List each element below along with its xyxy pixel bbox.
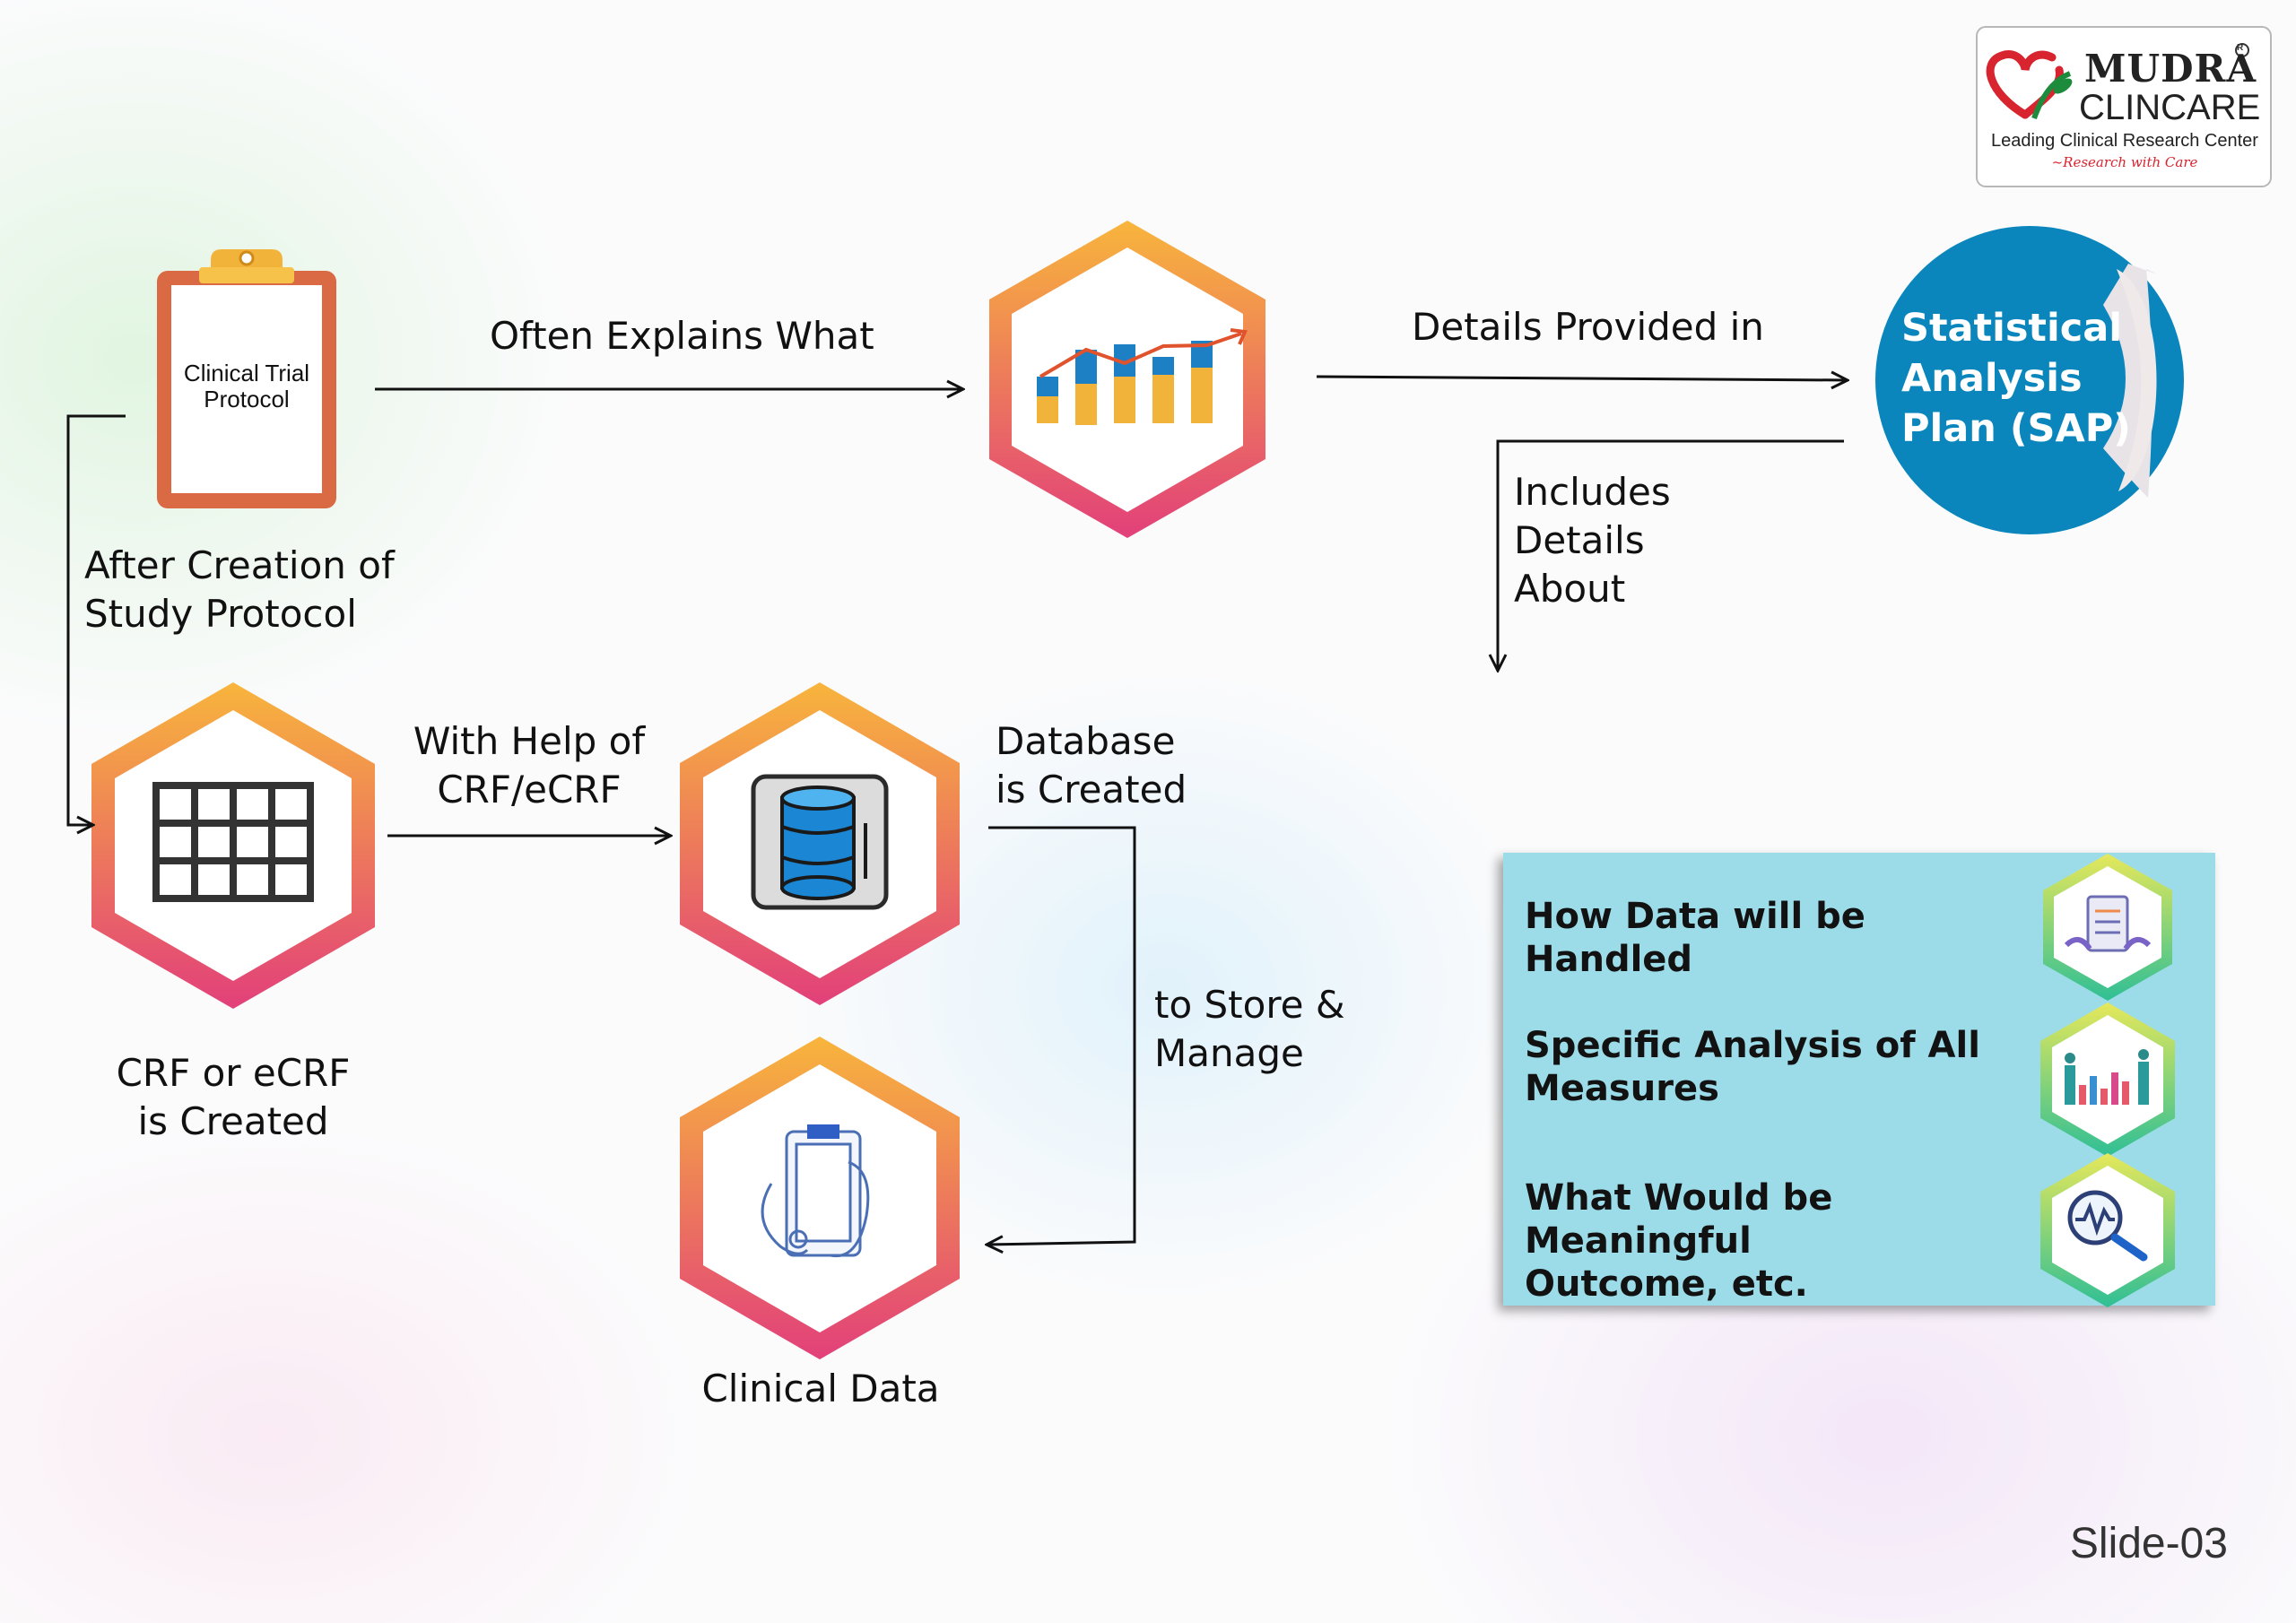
table-grid-icon [152, 782, 314, 902]
arrow-protocol-to-crf [66, 414, 126, 825]
edge-label-after-creation: After Creation of Study Protocol [84, 543, 395, 636]
edge-label-store-manage: to Store & Manage [1154, 983, 1345, 1075]
edge-label-includes-details: Includes Details About [1514, 470, 1671, 611]
bar-chart-icon [1037, 328, 1248, 425]
logo-motto: ~Research with Care [2051, 154, 2198, 170]
detail-item-data-handling: How Data will be Handled [1525, 896, 1866, 980]
edge-label-database-created: Database is Created [996, 719, 1187, 812]
chart-hexagon [989, 221, 1265, 538]
logo-registered-mark: R [2237, 43, 2244, 53]
heart-icon [1986, 50, 2073, 119]
edge-label-with-help: With Help of CRF/eCRF [413, 719, 646, 812]
sap-label: Statistical Analysis Plan (SAP) [1901, 306, 2131, 451]
details-panel-text: How Data will be Handled Specific Analys… [1525, 0, 2045, 1623]
magnifier-pulse-icon [2040, 1153, 2175, 1307]
edge-label-details-provided: Details Provided in [1412, 305, 1764, 349]
crf-label: CRF or eCRF is Created [116, 1051, 351, 1143]
crf-hexagon [91, 682, 375, 1009]
edge-label-often-explains: Often Explains What [490, 314, 874, 358]
sap-circle [1875, 226, 2184, 534]
logo-tagline: Leading Clinical Research Center [1991, 131, 2258, 151]
clipboard-stethoscope-icon [761, 1124, 870, 1258]
logo-brand-line2: CLINCARE [2079, 88, 2261, 127]
logo [1976, 26, 2272, 187]
protocol-label: Clinical Trial Protocol [183, 360, 310, 412]
arrow-database-to-clinical [987, 826, 1136, 1245]
detail-item-specific-analysis: Specific Analysis of All Measures [1525, 1025, 1980, 1109]
people-bar-chart-icon [2040, 1002, 2175, 1157]
arrow-sap-to-details [1498, 439, 1844, 671]
details-panel [1503, 853, 2215, 1307]
slide-number: Slide-03 [2069, 1520, 2228, 1567]
arrows [66, 377, 1848, 1245]
detail-item-meaningful-outcome: What Would be Meaningful Outcome, etc. [1525, 1177, 1833, 1305]
arrow-chart-to-sap [1316, 377, 1848, 380]
clinical-data-label: Clinical Data [701, 1367, 940, 1410]
clipboard-icon [157, 249, 336, 508]
database-icon [751, 774, 889, 910]
clipboard-hands-icon [2043, 854, 2172, 1001]
clinical-data-hexagon [680, 1037, 960, 1359]
database-hexagon [680, 682, 960, 1005]
logo-brand-line1: MUDRA [2084, 47, 2257, 91]
